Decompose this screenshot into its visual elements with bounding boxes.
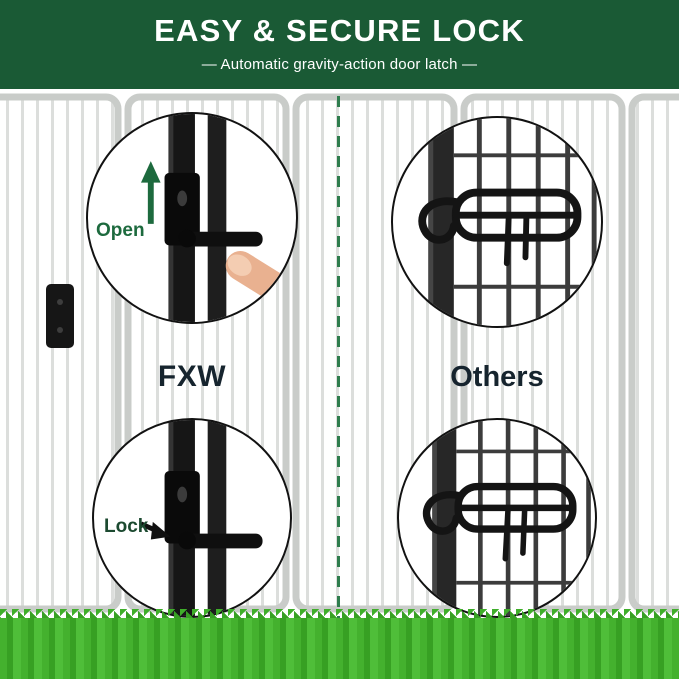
gate-hinge	[46, 284, 74, 348]
wire-latch	[418, 188, 582, 267]
fxw-open-latch-illustration	[140, 114, 296, 322]
fxw-brand-label: FXW	[157, 360, 227, 393]
open-label: Open	[96, 220, 145, 241]
others-wire-latch-illustration	[418, 118, 601, 326]
finger-pointer	[225, 250, 296, 322]
wire-latch	[422, 482, 577, 562]
divider-dashed-line	[337, 96, 340, 618]
banner-subtitle: — Automatic gravity-action door latch —	[201, 56, 478, 73]
fxw-lock-detail-circle: Lock	[92, 418, 292, 618]
fxw-lock-latch-illustration	[140, 420, 263, 616]
up-arrow-icon	[140, 161, 161, 224]
others-wire-latch-illustration-2	[422, 420, 595, 616]
banner-title: EASY & SECURE LOCK	[154, 13, 525, 48]
grass	[0, 609, 679, 679]
fxw-open-detail-circle: Open	[86, 112, 298, 324]
lock-label: Lock	[104, 516, 149, 537]
others-bottom-detail-circle	[397, 418, 597, 618]
others-brand-label: Others	[450, 361, 544, 393]
banner: EASY & SECURE LOCK — Automatic gravity-a…	[0, 0, 679, 89]
right-arrow-icon	[140, 521, 171, 540]
others-top-detail-circle	[391, 116, 603, 328]
